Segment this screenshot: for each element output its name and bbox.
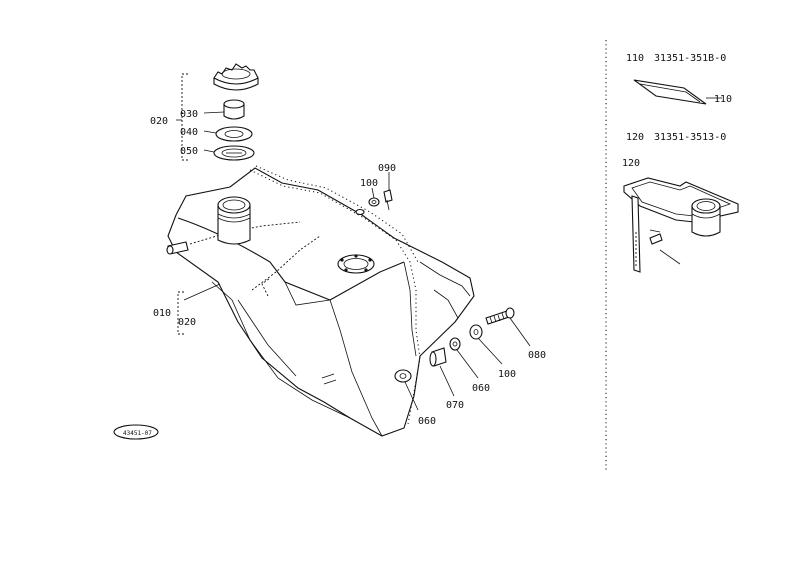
row-110-ref: 110 bbox=[626, 53, 644, 64]
callout-040: 040 bbox=[180, 127, 198, 138]
tank-group-bracket bbox=[177, 283, 221, 335]
callout-090: 090 bbox=[378, 163, 396, 174]
cap-group-bracket bbox=[181, 73, 188, 161]
callout-labels: 020 030 040 050 090 100 010 020 080 100 … bbox=[123, 109, 546, 437]
gasket bbox=[213, 145, 255, 161]
fuel-tank bbox=[166, 165, 475, 437]
side-panel-text: 110 31351-351B-0 110 120 31351-3513-0 12… bbox=[622, 53, 732, 169]
callout-010: 010 bbox=[153, 308, 171, 319]
callout-100-right: 100 bbox=[498, 369, 516, 380]
callout-120: 120 bbox=[622, 158, 640, 169]
diagram-code-badge bbox=[113, 424, 159, 440]
diagram-code: 43451-07 bbox=[123, 430, 152, 437]
washer-right bbox=[469, 324, 483, 340]
cushion-right bbox=[449, 337, 461, 351]
callout-060-right: 060 bbox=[472, 383, 490, 394]
bracket-assembly-120 bbox=[623, 177, 739, 273]
callout-030: 030 bbox=[180, 109, 198, 120]
row-120-part: 31351-3513-0 bbox=[654, 132, 726, 143]
packing-ring bbox=[215, 126, 253, 142]
washer-top bbox=[368, 197, 380, 207]
bolt-right bbox=[485, 307, 515, 325]
callout-080: 080 bbox=[528, 350, 546, 361]
row-120-ref: 120 bbox=[626, 132, 644, 143]
fastener-stack-right bbox=[404, 307, 531, 411]
callout-100-top: 100 bbox=[360, 178, 378, 189]
callout-060-front: 060 bbox=[418, 416, 436, 427]
strainer bbox=[223, 99, 245, 120]
callout-110: 110 bbox=[714, 94, 732, 105]
row-110-part: 31351-351B-0 bbox=[654, 53, 726, 64]
fuel-sender-opening bbox=[337, 254, 375, 274]
callout-020-cap: 020 bbox=[150, 116, 168, 127]
mounting-stud-left bbox=[166, 241, 189, 255]
callout-020-tank: 020 bbox=[178, 317, 196, 328]
label-plate-110 bbox=[633, 79, 722, 105]
callout-070: 070 bbox=[446, 400, 464, 411]
bolt-top-assembly bbox=[368, 172, 393, 211]
drain-mark bbox=[321, 373, 337, 385]
front-mount-boss bbox=[394, 369, 412, 383]
callout-050: 050 bbox=[180, 146, 198, 157]
filler-neck bbox=[217, 196, 251, 245]
fuel-cap-stack bbox=[176, 63, 259, 161]
bolt-top bbox=[383, 189, 393, 203]
top-mount-boss bbox=[355, 208, 365, 216]
fuel-cap bbox=[213, 63, 259, 91]
